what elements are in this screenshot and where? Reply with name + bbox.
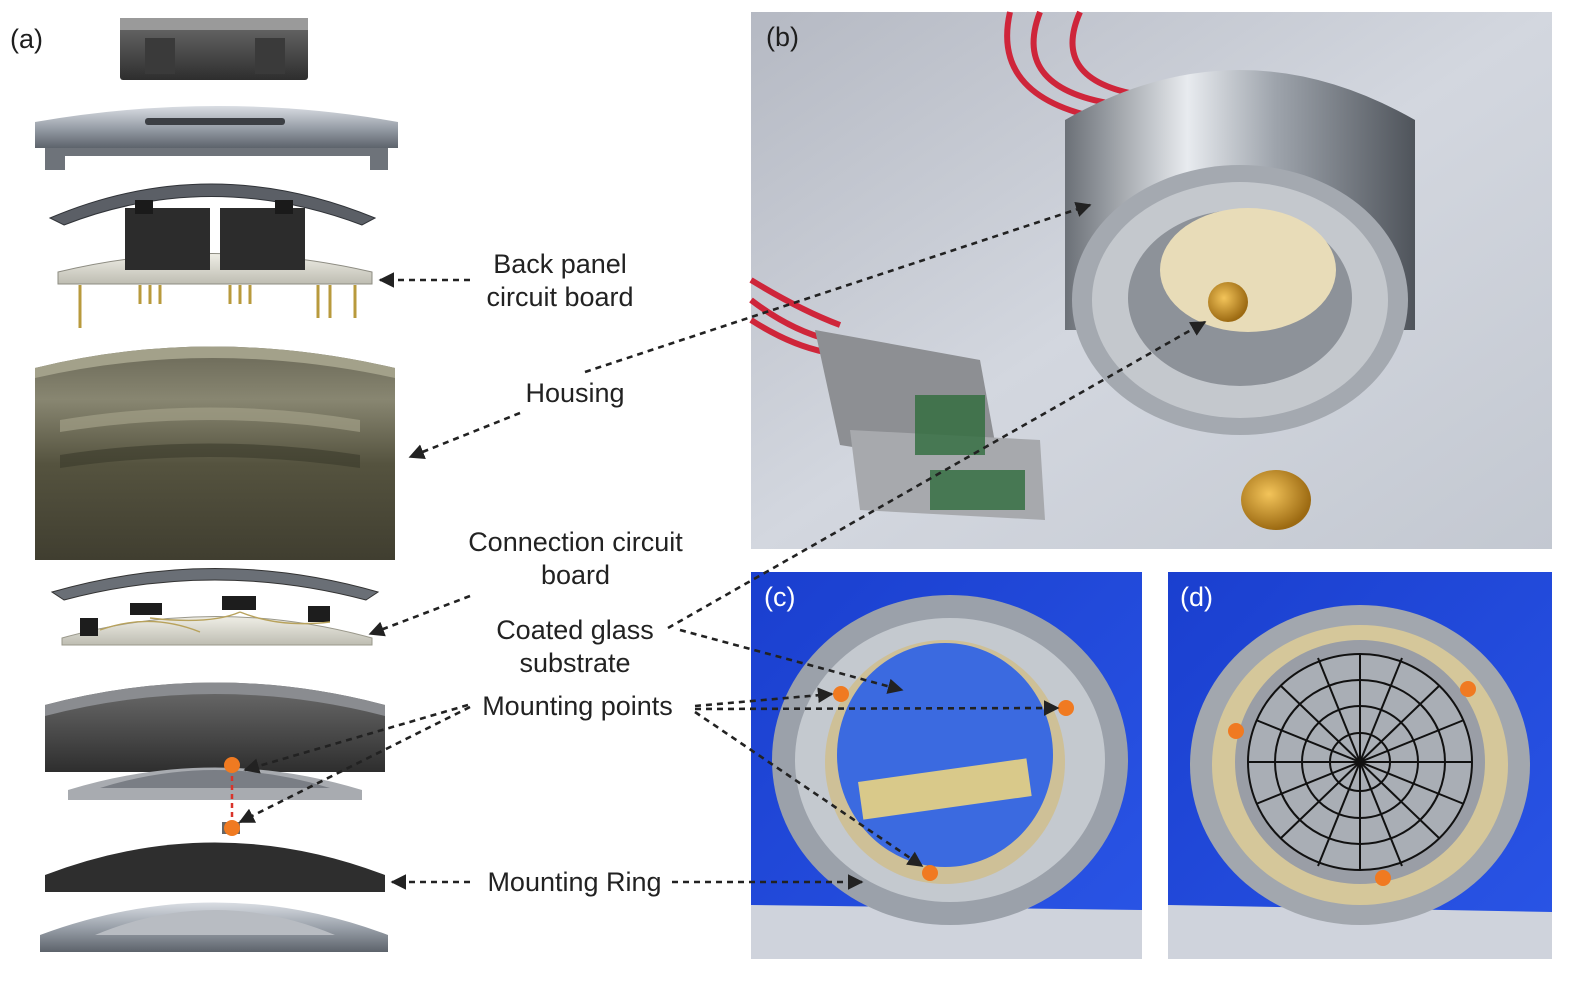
mounting-points-label: Mounting points	[482, 691, 673, 721]
panel-label-c: (c)	[764, 582, 796, 612]
photo-b	[749, 10, 1552, 549]
back-panel-label: Back panel circuit board	[470, 248, 650, 314]
arrow-mounting-a-upper	[243, 703, 469, 774]
mounting-ring-model	[45, 822, 385, 892]
photo-d	[1168, 572, 1552, 959]
mounting-ring-label: Mounting Ring	[487, 867, 662, 897]
arrow-housing-photo	[584, 202, 1092, 374]
mounting-point-marker-upper	[224, 757, 240, 773]
housing-model	[35, 338, 395, 560]
leader-arrows	[238, 202, 1207, 890]
coated-glass-label: Coated glass substrate	[480, 614, 670, 680]
exploded-view	[35, 18, 398, 952]
top-cover-block	[120, 18, 308, 80]
arrow-mounting-c-right	[694, 700, 1060, 716]
electrode-plate-model	[68, 767, 362, 800]
connection-board-label-line1: Connection circuit	[468, 527, 683, 557]
arrow-mounting-c-bottom	[694, 710, 924, 868]
panel-label-d: (d)	[1180, 582, 1213, 612]
electrode-cup-model	[45, 682, 385, 772]
electrode-pattern	[1247, 653, 1473, 871]
back-panel-label-line1: Back panel	[493, 249, 627, 279]
connection-board-label-line2: board	[540, 560, 611, 590]
lower-thin-ring	[50, 568, 380, 601]
arrow-mounting-c-left	[694, 687, 834, 708]
connection-board-label: Connection circuit board	[448, 526, 703, 592]
panel-label-a: (a)	[10, 24, 43, 54]
photo-c	[751, 572, 1142, 959]
arrow-coated-photo-b	[667, 320, 1207, 630]
arrow-coated-photo-c	[679, 628, 904, 694]
arrow-connection-board	[368, 594, 471, 637]
mounting-point-marker-lower	[224, 820, 240, 836]
coated-glass-label-line1: Coated glass	[496, 615, 654, 645]
bottom-cap-model	[40, 902, 388, 952]
housing-label: Housing	[525, 378, 625, 408]
back-panel-board-model	[57, 200, 373, 328]
coated-glass-label-line2: substrate	[519, 648, 631, 678]
connection-board-model	[61, 596, 373, 646]
back-cap	[35, 106, 398, 170]
arrow-mounting-a-lower	[238, 705, 471, 824]
arrow-housing-left	[408, 411, 521, 460]
back-panel-label-line2: circuit board	[486, 282, 634, 312]
upper-ring	[48, 183, 377, 226]
panel-label-b: (b)	[766, 22, 799, 52]
